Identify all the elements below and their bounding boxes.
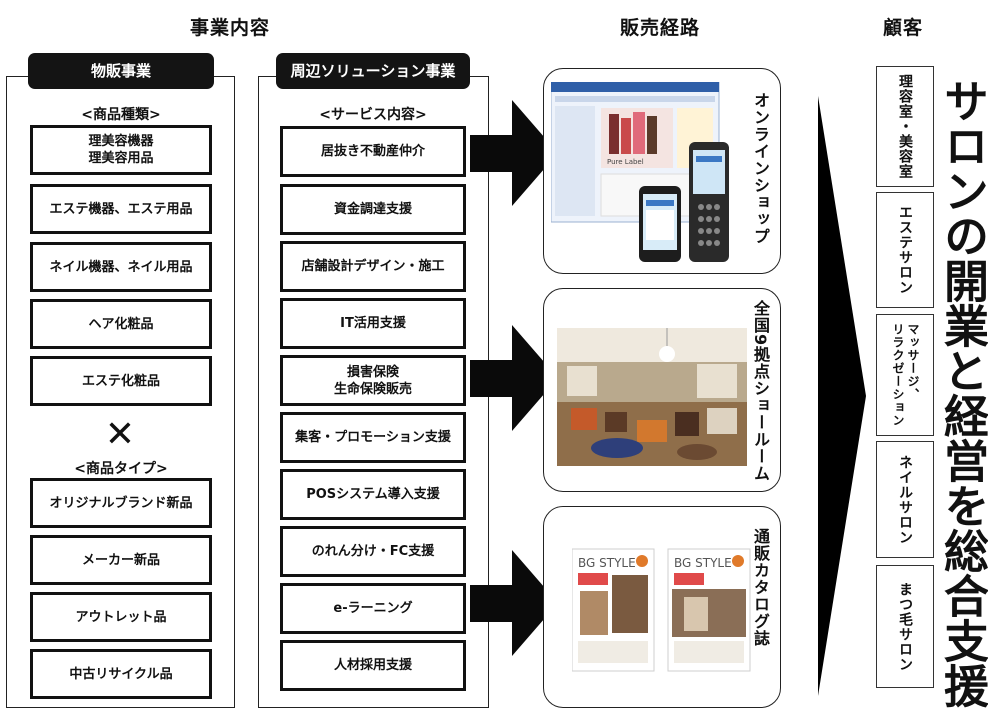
service-item-8: のれん分け・FC支援 <box>280 526 466 577</box>
service-item-1: 居抜き不動産仲介 <box>280 126 466 177</box>
service-item-5: 損害保険 生命保険販売 <box>280 355 466 406</box>
slogan: サロンの開業と経営を総合支援 <box>936 78 988 708</box>
kind-item-5: エステ化粧品 <box>30 356 212 406</box>
arrow-to-online <box>470 100 558 206</box>
customer-eyelash-salon: まつ毛サロン <box>876 565 934 688</box>
channel-catalog-label: 通販カタログ誌 <box>751 528 770 647</box>
customer-esthetic-salon: エステサロン <box>876 192 934 308</box>
kind-item-4: ヘア化粧品 <box>30 299 212 349</box>
service-item-4: IT活用支援 <box>280 298 466 349</box>
catalog-cover-2-text: BG STYLE <box>674 556 732 570</box>
channel-header: 販売経路 <box>619 17 700 39</box>
online-shop-image: Pure Label <box>551 82 735 264</box>
kind-item-2: エステ機器、エステ用品 <box>30 184 212 234</box>
type-item-3: アウトレット品 <box>30 592 212 642</box>
arrow-to-customers <box>818 96 866 696</box>
cross-symbol: ✕ <box>104 414 136 455</box>
service-item-3: 店舗設計デザイン・施工 <box>280 241 466 292</box>
arrow-to-catalog <box>470 550 558 656</box>
channel-online-label: オンラインショップ <box>751 92 770 245</box>
kind-item-3: ネイル機器、ネイル用品 <box>30 242 212 292</box>
service-item-9: e-ラーニング <box>280 583 466 634</box>
showroom-image <box>557 328 747 466</box>
type-item-1: オリジナルブランド新品 <box>30 478 212 528</box>
type-item-4: 中古リサイクル品 <box>30 649 212 699</box>
catalog-cover-1-text: BG STYLE <box>578 556 636 570</box>
customer-massage-relaxation: マッサージ、 リラクゼーション <box>876 314 934 436</box>
channel-showroom-label: 全国9拠点ショールーム <box>751 300 770 483</box>
kind-heading: <商品種類> <box>81 107 161 123</box>
service-item-6: 集客・プロモーション支援 <box>280 412 466 463</box>
solutions-title: 周辺ソリューション事業 <box>276 53 470 89</box>
arrow-to-showroom <box>470 325 558 431</box>
service-heading: <サービス内容> <box>319 107 427 123</box>
type-heading: <商品タイプ> <box>74 461 168 477</box>
service-item-2: 資金調達支援 <box>280 184 466 235</box>
merchandise-title: 物販事業 <box>28 53 214 89</box>
customer-header: 顧客 <box>882 17 923 39</box>
pure-label-text: Pure Label <box>607 158 644 166</box>
type-item-2: メーカー新品 <box>30 535 212 585</box>
business-header: 事業内容 <box>189 17 270 39</box>
customer-nail-salon: ネイルサロン <box>876 441 934 558</box>
customer-barber-beauty-salon: 理容室・美容室 <box>876 66 934 187</box>
catalog-image: BG STYLE BG STYLE <box>572 545 752 677</box>
service-item-10: 人材採用支援 <box>280 640 466 691</box>
kind-item-1: 理美容機器 理美容用品 <box>30 125 212 175</box>
service-item-7: POSシステム導入支援 <box>280 469 466 520</box>
